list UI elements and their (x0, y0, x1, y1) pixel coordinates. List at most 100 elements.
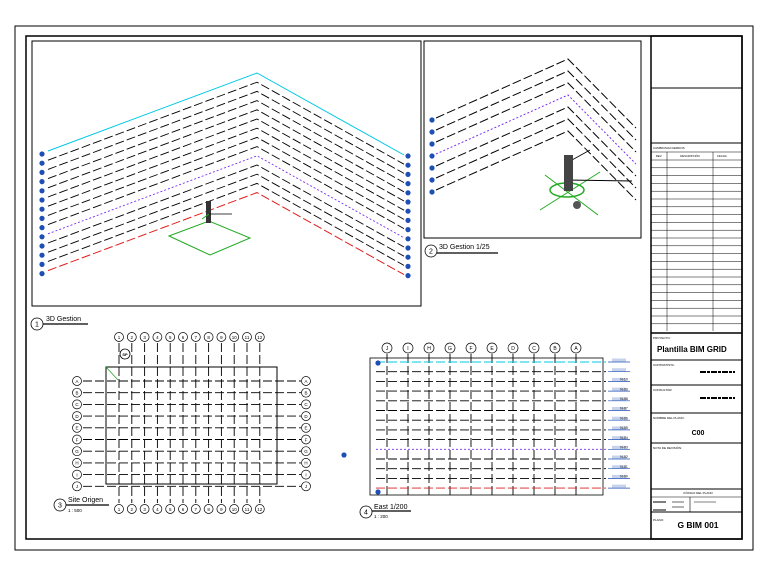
grid-head-bubble (72, 434, 82, 445)
grid-head-bubble (254, 504, 265, 514)
sheet-number[interactable]: G BIM 001 (677, 520, 718, 530)
grid-head-bubble (216, 504, 227, 514)
grid-head-bubble (301, 411, 311, 421)
grid-label: G (304, 449, 308, 454)
level-tag-label: N-08 (620, 397, 628, 401)
site-boundary (105, 366, 278, 485)
grid-level-line (435, 82, 637, 153)
grid-head-bubble (72, 387, 82, 398)
view-scale-text: 1 : 500 (68, 508, 82, 513)
level-tag-label: N-07 (620, 407, 628, 411)
grid-head-bubble (242, 332, 252, 342)
grid-head-bubble (301, 458, 311, 468)
revisions-table: REV. DESCRIPCIÓN FECHA (651, 151, 742, 331)
level-head-icon (405, 162, 411, 168)
grid-label: 1 (118, 335, 121, 340)
level-head-icon (429, 189, 435, 195)
view-title-gestion[interactable]: 1 3D Gestion (30, 316, 88, 331)
grid-head-bubble (114, 332, 124, 342)
grid-label: 12 (257, 335, 263, 340)
level-head-icon (405, 254, 411, 260)
rev-table-header: FECHA (717, 154, 727, 158)
grid-level-line (47, 192, 405, 276)
grid-head-bubble (203, 332, 214, 342)
level-head-icon (429, 129, 435, 135)
grid-label: 7 (195, 335, 198, 340)
view-title-text: 3D Gestion (46, 316, 81, 323)
grid-label: 4 (156, 335, 159, 340)
survey-point-label: SP (122, 352, 128, 357)
grid-label: C (304, 402, 308, 407)
survey-point-marker (206, 201, 211, 223)
grid-label: I (407, 346, 408, 352)
view-title-site[interactable]: 3 Site Origen 1 : 500 (53, 497, 109, 513)
viewport-3d-gestion-zoom[interactable] (423, 40, 642, 239)
level-tag-box (612, 445, 626, 449)
grid-label: F (305, 437, 308, 442)
grid-label: 6 (182, 507, 185, 512)
project-base-point-icon (573, 201, 581, 209)
level-head-icon (405, 171, 411, 177)
grid-level-line (47, 81, 405, 165)
grid-label: D (511, 346, 515, 352)
isometric-3d-grid-view (39, 72, 411, 279)
level-head-icon (39, 160, 45, 166)
level-tag-label: N-06 (620, 416, 628, 420)
grid-label: 3 (143, 335, 146, 340)
grid-label: 1 (118, 507, 121, 512)
survey-point-icon (119, 348, 131, 360)
project-name[interactable]: Plantilla BIM GRID (657, 345, 727, 354)
view-title-text: Site Origen (68, 497, 103, 504)
rev-table-header: DESCRIPCIÓN (680, 153, 699, 158)
viewport-3d-gestion[interactable] (31, 40, 422, 307)
view-title-gestion-zoom[interactable]: 2 3D Gestion 1/25 (424, 244, 498, 258)
grid-head-bubble (72, 469, 82, 480)
grid-label: 4 (156, 507, 159, 512)
grid-head-bubble (549, 342, 561, 354)
level-tag-box (612, 416, 626, 420)
grid-label: E (75, 426, 78, 431)
grid-label: C (75, 402, 79, 407)
view-number: 1 (35, 322, 39, 329)
grid-head-bubble (72, 458, 82, 468)
project-label: PROYECTO: (653, 336, 671, 340)
drawing-name-label: NOMBRE DEL PLANO: (653, 416, 685, 420)
level-head-icon (375, 360, 381, 366)
grid-head-bubble (178, 332, 188, 342)
level-tag-box (612, 455, 626, 459)
grid-head-bubble (178, 504, 188, 514)
level-tag-label: N-09 (620, 387, 628, 391)
grid-head-bubble (72, 376, 82, 386)
grid-label: 12 (257, 507, 263, 512)
level-head-icon (375, 489, 381, 495)
level-head-icon (429, 177, 435, 183)
level-head-icon (405, 153, 411, 159)
grid-label: E (304, 426, 307, 431)
grid-head-bubble (381, 342, 393, 354)
view-number-bubble (424, 244, 438, 258)
level-head-icon (39, 179, 45, 185)
level-tag-box (612, 465, 626, 469)
drawing-name[interactable]: C00 (692, 430, 705, 437)
grid-head-bubble (301, 434, 311, 445)
level-head-icon (39, 188, 45, 194)
level-tag-box (612, 436, 626, 440)
level-tag-box (612, 407, 626, 411)
level-tag-label: N-02 (620, 455, 628, 459)
grid-label: 9 (220, 507, 223, 512)
rev-table-header: REV. (656, 154, 662, 158)
grid-head-bubble (72, 422, 82, 433)
view-title-east[interactable]: 4 East 1/200 1 : 200 (359, 504, 411, 519)
grid-label: 10 (232, 507, 238, 512)
revision-note-label: NOTA DE REVISIÓN: (653, 445, 682, 450)
contractor-label: CONTRATISTA: (653, 363, 675, 367)
level-head-icon (39, 234, 45, 240)
grid-head-bubble (216, 332, 227, 342)
level-head-icon (405, 245, 411, 251)
code-fields (653, 497, 716, 512)
grid-head-bubble (165, 332, 176, 342)
grid-label: H (75, 461, 78, 466)
